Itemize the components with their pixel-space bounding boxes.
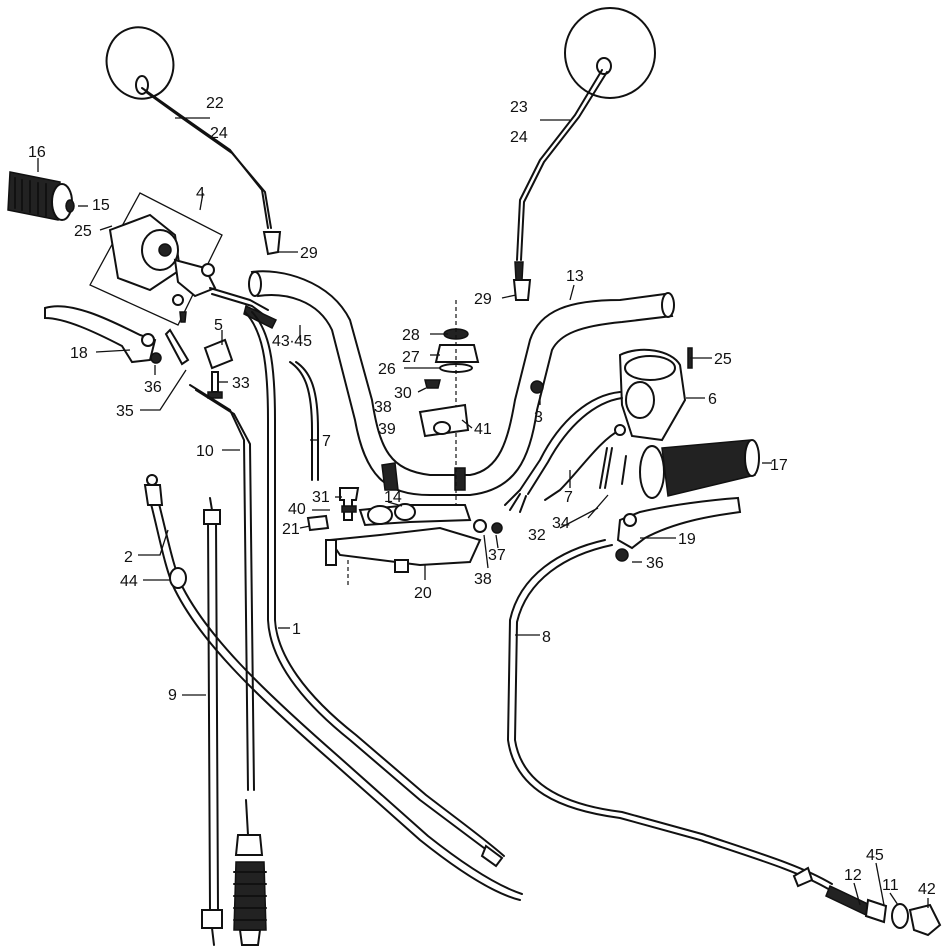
- callout-38: 38: [374, 399, 392, 416]
- callout-14: 14: [384, 489, 402, 506]
- callout-26: 26: [378, 361, 396, 378]
- callout-29: 29: [300, 245, 318, 262]
- callout-22: 22: [206, 95, 224, 112]
- callout-6: 6: [708, 391, 717, 408]
- lower-holder-assembly: [306, 487, 503, 585]
- callout-25-right: 25: [714, 351, 732, 368]
- callout-36: 36: [144, 379, 162, 396]
- callout-45: 45: [866, 847, 884, 864]
- callout-27: 27: [402, 349, 420, 366]
- right-switch-assembly: [504, 347, 693, 513]
- handlebar: [248, 270, 675, 496]
- callout-39: 39: [378, 421, 396, 438]
- right-lever: [615, 496, 742, 562]
- right-mirror: [512, 7, 656, 301]
- callout-28: 28: [402, 327, 420, 344]
- callout-7-right: 7: [564, 489, 573, 506]
- callout-1: 1: [292, 621, 301, 638]
- left-grip: [7, 171, 75, 221]
- callout-41: 41: [474, 421, 492, 438]
- callout-37: 37: [488, 547, 506, 564]
- callout-32: 32: [528, 527, 546, 544]
- callout-11: 11: [882, 877, 899, 894]
- left-switch-assembly: [89, 192, 278, 330]
- callout-17: 17: [770, 457, 788, 474]
- callout-38-lower: 38: [474, 571, 492, 588]
- callout-7: 7: [322, 433, 331, 450]
- callout-30: 30: [394, 385, 412, 402]
- callout-31: 31: [312, 489, 330, 506]
- callout-23: 23: [510, 99, 528, 116]
- callout-3: 3: [534, 409, 543, 426]
- callout-18: 18: [70, 345, 88, 362]
- callout-44: 44: [120, 573, 138, 590]
- leader-lines: [37, 117, 929, 908]
- callout-4: 4: [196, 185, 205, 202]
- callout-12: 12: [844, 867, 862, 884]
- callout-21: 21: [282, 521, 300, 538]
- callout-13: 13: [566, 268, 584, 285]
- callout-40: 40: [288, 501, 306, 518]
- callout-36-right: 36: [646, 555, 664, 572]
- callout-10: 10: [196, 443, 214, 460]
- left-mirror: [105, 26, 282, 256]
- callout-5: 5: [214, 317, 223, 334]
- callout-labels: 16 15 25 4 22 24 23 24 29 29 13 18 36 35…: [28, 95, 936, 898]
- callout-19: 19: [678, 531, 696, 548]
- callout-42: 42: [918, 881, 936, 898]
- cables: [143, 311, 942, 946]
- callout-35: 35: [116, 403, 134, 420]
- callout-9: 9: [168, 687, 177, 704]
- callout-15: 15: [92, 197, 110, 214]
- callout-2: 2: [124, 549, 133, 566]
- callout-24-right: 24: [510, 129, 528, 146]
- callout-20: 20: [414, 585, 432, 602]
- callout-16: 16: [28, 144, 46, 161]
- callout-29-right: 29: [474, 291, 492, 308]
- callout-24: 24: [210, 125, 228, 142]
- right-grip: [639, 439, 760, 499]
- callout-43-45: 43∙45: [272, 333, 312, 350]
- holder-stack: [418, 300, 480, 520]
- callout-34: 34: [552, 515, 570, 532]
- cable-bracket: [203, 338, 234, 399]
- left-lever: [44, 305, 190, 366]
- callout-33: 33: [232, 375, 250, 392]
- callout-8: 8: [542, 629, 551, 646]
- callout-25: 25: [74, 223, 92, 240]
